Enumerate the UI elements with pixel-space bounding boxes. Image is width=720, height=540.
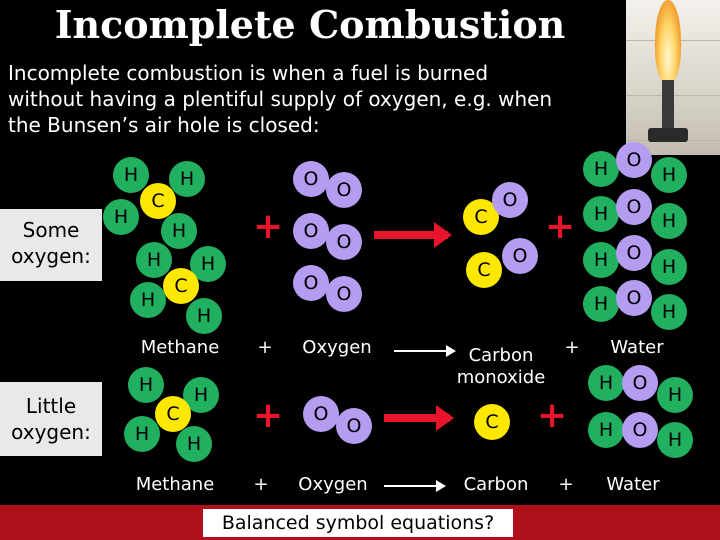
oxygen-label: Oxygen: [292, 337, 382, 359]
oxygen-atom: O: [616, 189, 652, 225]
carbon-atom: C: [163, 268, 199, 304]
methane-label: Methane: [130, 474, 220, 496]
hydrogen-atom: H: [186, 298, 222, 334]
hydrogen-atom: H: [651, 157, 687, 193]
hydrogen-atom: H: [583, 286, 619, 322]
oxygen-atom: O: [492, 182, 528, 218]
page-title: Incomplete Combustion: [0, 2, 620, 47]
oxygen-atom: O: [326, 224, 362, 260]
hydrogen-atom: H: [169, 161, 205, 197]
oxygen-atom: O: [622, 412, 658, 448]
word-equation-arrow: [384, 485, 444, 487]
plus-sign: +: [253, 398, 283, 434]
methane-label: Methane: [132, 337, 228, 359]
reaction-arrow: [374, 231, 448, 239]
plus-sign: +: [537, 398, 567, 434]
carbon-atom: C: [474, 404, 510, 440]
plus-label: +: [255, 337, 275, 359]
hydrogen-atom: H: [130, 282, 166, 318]
hydrogen-atom: H: [657, 377, 693, 413]
oxygen-atom: O: [502, 238, 538, 274]
oxygen-atom: O: [326, 172, 362, 208]
oxygen-atom: O: [326, 276, 362, 312]
hydrogen-atom: H: [161, 213, 197, 249]
oxygen-atom: O: [616, 280, 652, 316]
oxygen-atom: O: [293, 161, 329, 197]
hydrogen-atom: H: [124, 416, 160, 452]
hydrogen-atom: H: [651, 249, 687, 285]
hydrogen-atom: H: [583, 196, 619, 232]
hydrogen-atom: H: [136, 242, 172, 278]
water-label: Water: [598, 474, 668, 496]
oxygen-atom: O: [303, 396, 339, 432]
footer-question: Balanced symbol equations?: [203, 509, 513, 537]
carbon-monoxide-label: Carbon monoxide: [452, 345, 550, 389]
carbon-label: Carbon: [455, 474, 537, 496]
carbon-atom: C: [155, 396, 191, 432]
plus-label: +: [556, 474, 576, 496]
water-label: Water: [602, 337, 672, 359]
plus-label: +: [251, 474, 271, 496]
burner-base: [648, 128, 688, 142]
hydrogen-atom: H: [583, 242, 619, 278]
plus-label: +: [562, 337, 582, 359]
flame-icon: [655, 0, 681, 82]
carbon-atom: C: [466, 252, 502, 288]
carbon-atom: C: [140, 183, 176, 219]
oxygen-atom: O: [293, 265, 329, 301]
reaction-arrow: [384, 414, 450, 422]
oxygen-atom: O: [616, 142, 652, 178]
oxygen-atom: O: [622, 365, 658, 401]
oxygen-atom: O: [293, 213, 329, 249]
oxygen-label: Oxygen: [288, 474, 378, 496]
oxygen-atom: O: [616, 235, 652, 271]
hydrogen-atom: H: [103, 199, 139, 235]
hydrogen-atom: H: [651, 294, 687, 330]
hydrogen-atom: H: [176, 426, 212, 462]
hydrogen-atom: H: [657, 422, 693, 458]
hydrogen-atom: H: [588, 365, 624, 401]
word-equation-arrow: [394, 350, 454, 352]
hydrogen-atom: H: [128, 367, 164, 403]
plus-sign: +: [545, 209, 575, 245]
bunsen-burner-photo: [626, 0, 720, 155]
footer-bar: Balanced symbol equations?: [0, 505, 720, 540]
row-label-some-oxygen: Some oxygen:: [0, 209, 102, 281]
oxygen-atom: O: [336, 408, 372, 444]
row-label-little-oxygen: Little oxygen:: [0, 382, 102, 456]
hydrogen-atom: H: [588, 412, 624, 448]
hydrogen-atom: H: [113, 157, 149, 193]
hydrogen-atom: H: [651, 203, 687, 239]
hydrogen-atom: H: [583, 151, 619, 187]
burner-tube: [662, 80, 674, 130]
intro-text: Incomplete combustion is when a fuel is …: [8, 60, 568, 138]
plus-sign: +: [253, 209, 283, 245]
